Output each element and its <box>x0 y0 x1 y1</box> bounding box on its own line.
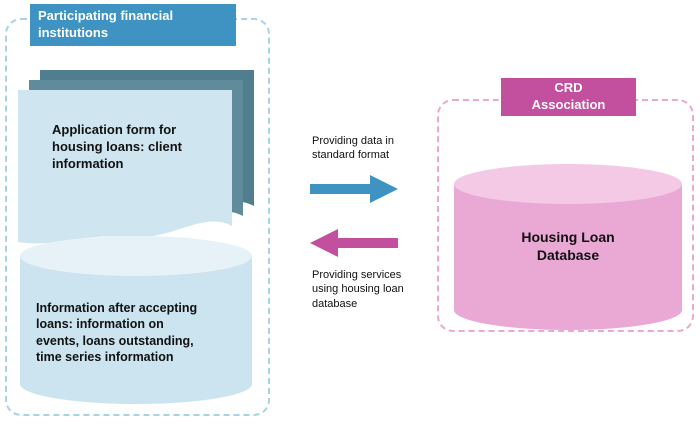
loan-cylinder-body <box>20 256 252 384</box>
financial-institutions-header: Participating financial institutions <box>30 4 236 46</box>
left-arrow-icon <box>310 229 398 257</box>
housing-loan-database-label: Housing Loan Database <box>521 229 615 264</box>
right-arrow-shape <box>310 175 398 203</box>
providing-data-label: Providing data in standard format <box>312 135 394 162</box>
loan-information-label: Information after accepting loans: infor… <box>36 301 198 364</box>
loan-cylinder-top <box>20 236 252 276</box>
db-cylinder-bottom <box>454 290 682 330</box>
db-cylinder-top <box>454 164 682 204</box>
document-stack-shape <box>18 70 254 244</box>
housing-loan-database-cylinder-shape <box>454 164 682 330</box>
right-arrow-icon <box>310 175 398 203</box>
db-cylinder-body <box>454 184 682 310</box>
application-form-label: Application form for housing loans: clie… <box>52 122 183 171</box>
providing-services-label: Providing services using housing loan da… <box>312 269 404 310</box>
loan-information-cylinder-shape <box>20 236 252 404</box>
document-front-shape <box>18 90 232 244</box>
crd-association-header: CRD Association <box>501 78 636 116</box>
loan-cylinder-bottom <box>20 364 252 404</box>
left-arrow-shape <box>310 229 398 257</box>
